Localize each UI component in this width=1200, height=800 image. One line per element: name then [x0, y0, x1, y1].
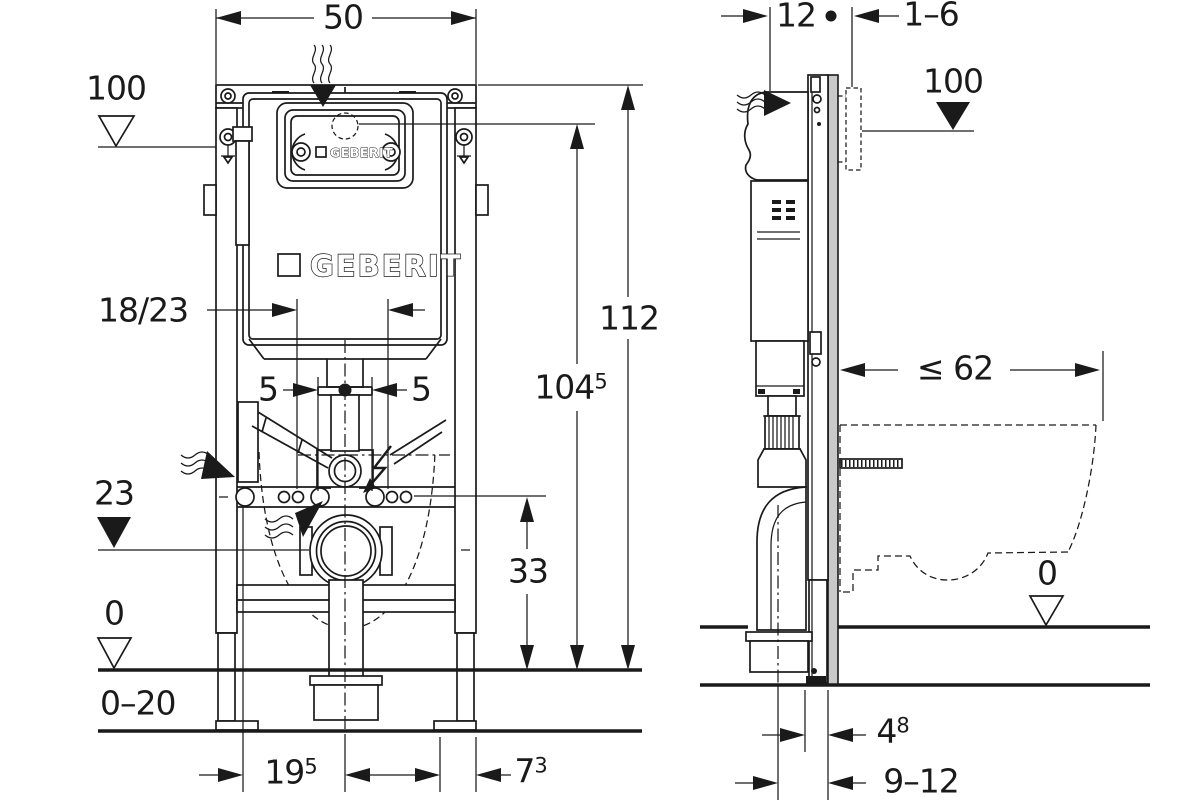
dim-bowl-depth-62 [840, 351, 1104, 421]
level-100-right-label: 100 [923, 61, 984, 101]
floor-buildup-label: 0–20 [100, 683, 176, 723]
geberit-logo-small: GEBERIT [330, 145, 393, 160]
fixing-rod-icon [839, 458, 903, 469]
water-supply-left-icon [180, 451, 235, 479]
level-marker-100-right [862, 102, 974, 132]
wall-section [827, 74, 839, 686]
electrical-connection-icon [363, 445, 392, 493]
odour-extraction-icon [264, 501, 323, 539]
front-view: GEBERIT GEBERIT [96, 9, 643, 792]
center-reference-dot [338, 383, 352, 397]
water-supply-side-icon [736, 90, 791, 116]
wc-outlet-connector [299, 514, 393, 588]
fill-valve-icon [232, 126, 253, 142]
geberit-logo-large-group: GEBERIT [277, 248, 462, 284]
level-marker-0-right [1028, 595, 1065, 627]
fixing-rail [219, 486, 470, 551]
leader-lines [359, 84, 643, 497]
offset-left-label: 5 [258, 369, 279, 409]
dim-height-104-5 [570, 124, 584, 670]
dim-frame-width [215, 9, 477, 84]
foot-plate-side [806, 676, 826, 684]
level-marker-0-left [96, 637, 133, 670]
dim-wall-clearance-4-8 [762, 690, 866, 800]
supply-connection-dashed-circle [331, 112, 359, 140]
dim-offset-5 [283, 377, 407, 491]
dim-finished-wall-1-6 [851, 7, 899, 87]
anchor-spacing-label: 18/23 [98, 290, 189, 330]
floor-lines-side [700, 595, 1150, 687]
floor-level-right-label: 0 [1037, 553, 1058, 593]
offset-right-label: 5 [411, 369, 432, 409]
finished-wall-range-label: 1–6 [903, 0, 959, 34]
dim-fixing-height-33 [520, 497, 534, 670]
geberit-logo-large-square [277, 253, 301, 277]
level-100-left-label: 100 [86, 68, 147, 108]
geberit-logo-small-square [315, 146, 327, 158]
water-flow-top-icon [310, 44, 336, 107]
level-marker-100-left [97, 115, 216, 148]
support-bracket-left [237, 401, 333, 483]
bowl-depth-max-label: ≤ 62 [916, 348, 994, 388]
frame-height-label: 112 [596, 301, 662, 335]
floor-level-left-label: 0 [104, 593, 125, 633]
wall-face-reference-dot [825, 10, 837, 22]
level-marker-23 [97, 517, 309, 551]
edge-offset-label: 73 [514, 751, 548, 791]
toilet-outline-dashed-side [839, 424, 1097, 593]
drain-pipe-front [309, 579, 383, 721]
foot-offset-label: 195 [264, 752, 318, 792]
cistern-profile-side [743, 91, 809, 488]
side-view [700, 7, 1150, 800]
outlet-level-label: 23 [94, 473, 135, 513]
flush-connection-height-label: 1045 [531, 370, 611, 404]
dim-frame-depth-12 [721, 7, 837, 91]
dim-height-112 [621, 85, 635, 670]
dim-frame-width-label: 50 [323, 0, 364, 37]
drain-elbow-side [745, 486, 813, 685]
fixing-height-label: 33 [505, 554, 551, 588]
frame-depth-label: 12 [776, 0, 817, 35]
dim-bottom-offsets [199, 507, 511, 792]
floor-lines-front [96, 637, 642, 733]
dim-outlet-offset-9-12 [735, 685, 866, 800]
geberit-logo-large: GEBERIT [310, 249, 462, 283]
flush-plate-opening: GEBERIT [276, 102, 414, 189]
corner-screw-icon [220, 88, 463, 104]
frame-rail-side [806, 74, 829, 684]
outlet-offset-range-label: 9–12 [883, 761, 959, 800]
support-bracket-right [389, 419, 447, 465]
hanger-bolt-icon [219, 128, 473, 165]
wall-clearance-label: 48 [876, 711, 910, 751]
flush-plate-dashed-side [838, 87, 862, 171]
